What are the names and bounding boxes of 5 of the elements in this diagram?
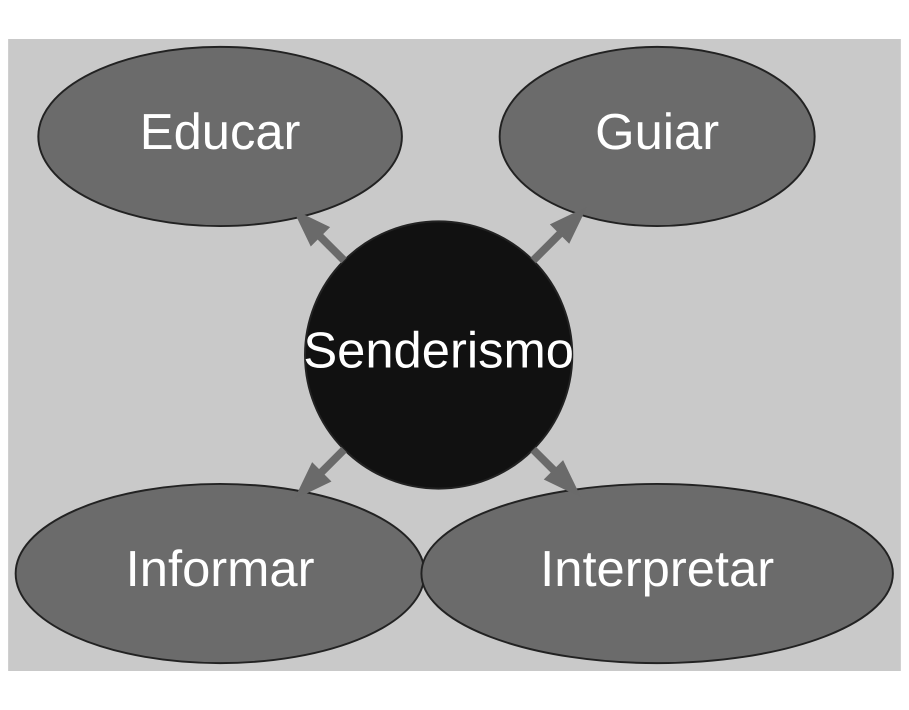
node-ellipse: Informar [14,482,426,664]
node-ellipse: Guiar [498,46,816,228]
node-ellipse: Educar [37,46,403,228]
node-ellipse: Interpretar [420,482,894,664]
node-circle: Senderismo [304,220,574,490]
